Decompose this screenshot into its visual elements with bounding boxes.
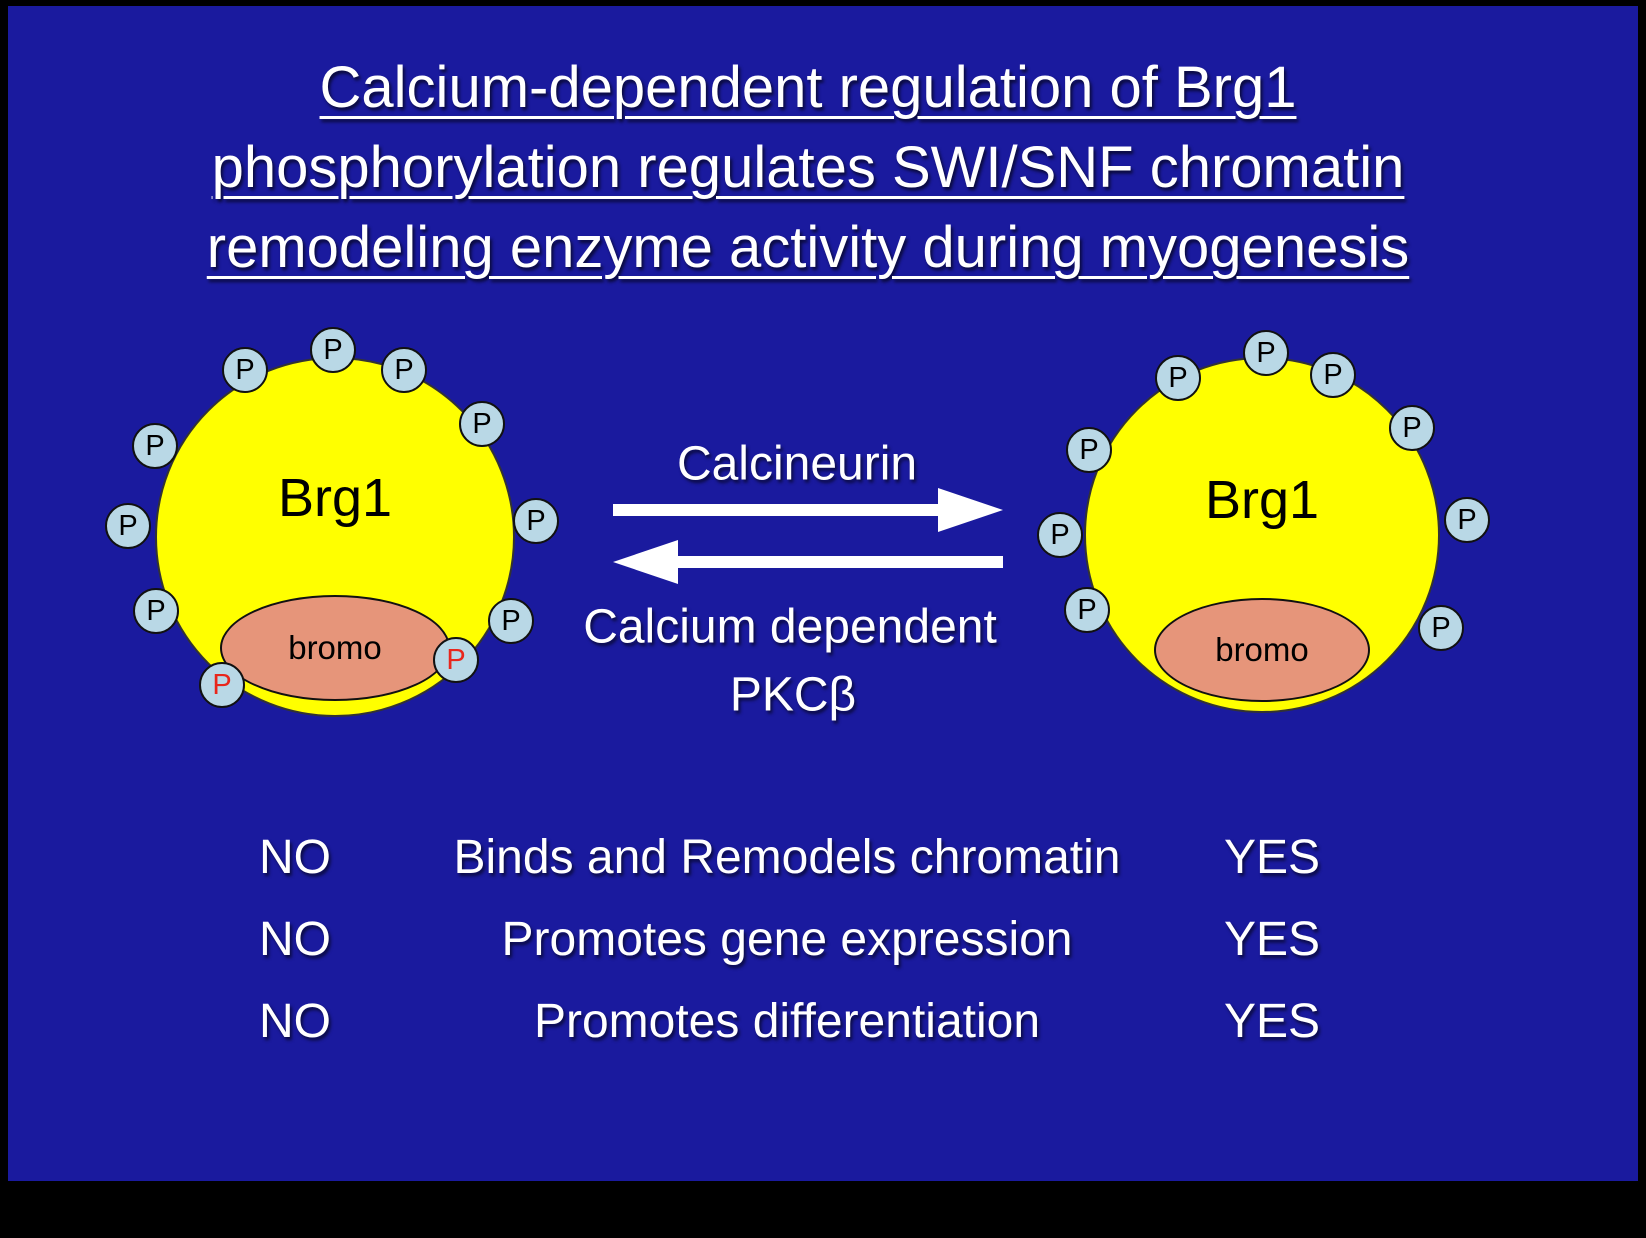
phosphate-marker: P	[1444, 497, 1490, 543]
row3-property: Promotes differentiation	[533, 995, 1041, 1048]
row2-right-answer: YES	[1223, 913, 1321, 966]
row3-right-answer: YES	[1223, 995, 1321, 1048]
phosphate-marker: P	[1064, 587, 1110, 633]
calcineurin-label: Calcineurin	[676, 437, 918, 491]
arrow-left-icon	[613, 540, 1003, 584]
right-bromo-label: bromo	[1215, 631, 1309, 668]
phosphate-marker: P	[513, 498, 559, 544]
title-line-1: Calcium-dependent regulation of Brg1	[319, 55, 1297, 120]
arrow-right-icon	[613, 488, 1003, 532]
phosphate-marker: P	[133, 588, 179, 634]
slide-title: Calcium-dependent regulation of Brg1 pho…	[8, 48, 1608, 288]
row2-left-answer: NO	[259, 913, 331, 966]
title-line-2: phosphorylation regulates SWI/SNF chroma…	[211, 135, 1405, 200]
phosphate-marker: P	[433, 637, 479, 683]
table-row-1: NO Binds and Remodels chromatin YES	[8, 828, 1638, 888]
left-bromo-label: bromo	[288, 629, 382, 666]
phosphate-marker: P	[459, 401, 505, 447]
phosphate-marker: P	[1066, 427, 1112, 473]
phosphate-marker: P	[199, 662, 245, 708]
phosphate-marker: P	[222, 347, 268, 393]
row2-property: Promotes gene expression	[501, 913, 1073, 966]
slide: Calcium-dependent regulation of Brg1 pho…	[8, 6, 1638, 1181]
row1-property: Binds and Remodels chromatin	[453, 831, 1121, 884]
phosphate-marker: P	[1155, 355, 1201, 401]
left-brg1-label: Brg1	[277, 468, 393, 528]
left-bromo-domain: bromo	[220, 595, 450, 701]
table-row-3: NO Promotes differentiation YES	[8, 992, 1638, 1052]
pkc-label-line-1: Calcium dependent	[583, 600, 997, 654]
phosphate-marker: P	[1389, 405, 1435, 451]
right-bromo-domain: bromo	[1154, 598, 1370, 702]
phosphate-marker: P	[1418, 605, 1464, 651]
title-line-3: remodeling enzyme activity during myogen…	[206, 215, 1410, 280]
phosphate-marker: P	[1037, 512, 1083, 558]
phosphate-marker: P	[488, 598, 534, 644]
phosphate-marker: P	[310, 327, 356, 373]
phosphate-marker: P	[105, 503, 151, 549]
phosphate-marker: P	[381, 347, 427, 393]
pkc-label-line-2: PKCβ	[729, 668, 857, 722]
right-brg1-label: Brg1	[1204, 470, 1320, 530]
reaction-arrows	[613, 488, 1003, 584]
row1-left-answer: NO	[259, 831, 331, 884]
row1-right-answer: YES	[1223, 831, 1321, 884]
phosphate-marker: P	[132, 423, 178, 469]
table-row-2: NO Promotes gene expression YES	[8, 910, 1638, 970]
phosphate-marker: P	[1243, 330, 1289, 376]
phosphate-marker: P	[1310, 352, 1356, 398]
row3-left-answer: NO	[259, 995, 331, 1048]
